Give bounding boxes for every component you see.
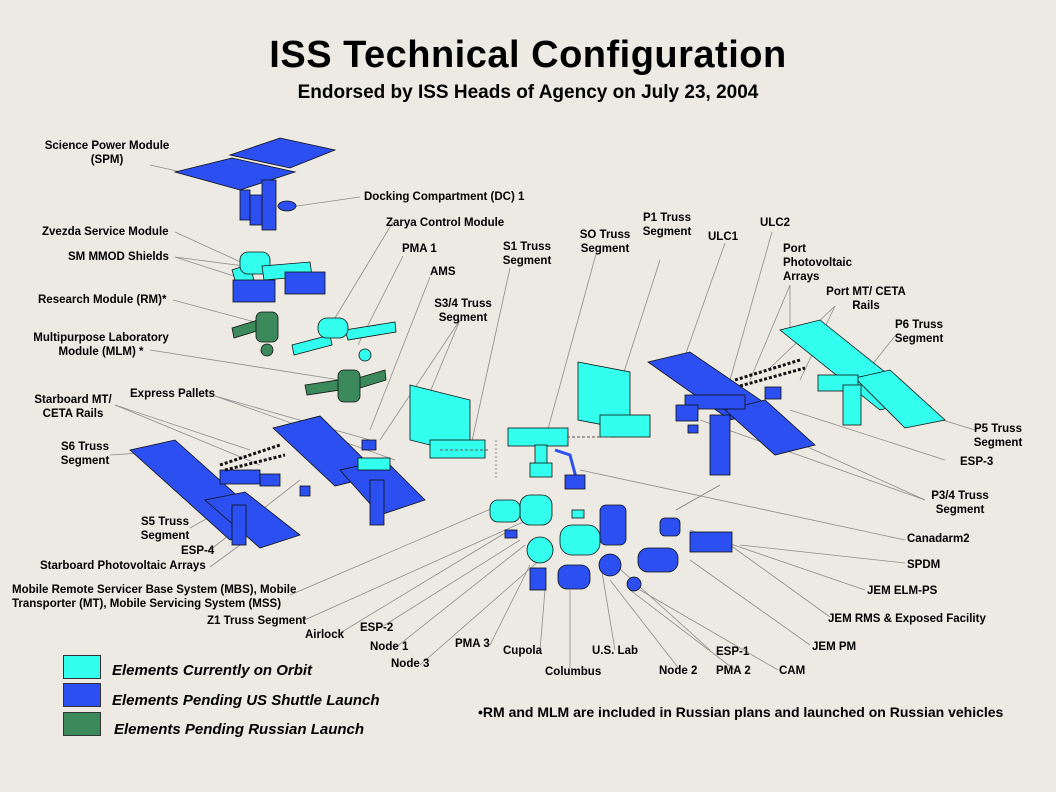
label-esp3: ESP-3 [960,456,994,468]
label-node1: Node 1 [370,641,409,653]
label-ams: AMS [430,266,456,278]
label-port-pv-line2: Photovoltaic [783,257,853,269]
label-ulc1: ULC1 [708,231,739,243]
label-mbs: Mobile Remote Servicer Base System (MBS)… [12,583,296,611]
label-so-line2: Segment [580,243,630,255]
label-node2: Node 2 [659,665,698,677]
label-mlm-line1: Multipurpose Laboratory [33,332,169,344]
label-zarya: Zarya Control Module [386,217,505,229]
label-port-pv-line1: Port [783,243,806,255]
label-jem-elm: JEM ELM-PS [867,585,938,597]
label-canadarm2: Canadarm2 [907,533,970,545]
legend-label-on-orbit: Elements Currently on Orbit [112,662,313,679]
label-sm-mmod: SM MMOD Shields [68,251,169,263]
label-us-lab: U.S. Lab [592,645,639,657]
legend-swatch-on-orbit [63,655,101,679]
page-title: ISS Technical Configuration [269,34,787,76]
label-dc1: Docking Compartment (DC) 1 [364,191,525,203]
label-mbs-line1: Mobile Remote Servicer Base System (MBS)… [12,584,297,596]
spm-module [173,137,337,231]
label-esp4: ESP-4 [181,545,215,557]
label-s6-line2: Segment [60,455,110,467]
label-spa: Starboard Photovoltaic Arrays [40,560,206,572]
page-subtitle: Endorsed by ISS Heads of Agency on July … [297,82,759,103]
label-node3: Node 3 [391,658,430,670]
label-s34-line1: S3/4 Truss [434,298,492,310]
label-s34-line2: Segment [438,312,488,324]
label-airlock: Airlock [305,629,344,641]
russian-modules [231,311,387,403]
truss-port [647,319,946,476]
label-rm: Research Module (RM)* [38,294,167,306]
legend-swatch-pending-us [63,683,101,707]
label-starboard-mt-line1: Starboard MT/ [34,394,112,406]
label-esp2: ESP-2 [360,622,394,634]
footnote: •RM and MLM are included in Russian plan… [478,704,1004,720]
label-port-mt: Port MT/ CETA Rails [818,285,914,313]
label-pma3: PMA 3 [455,638,490,650]
label-p6-line1: P6 Truss [895,319,943,331]
legend-swatch-pending-russian [63,712,101,736]
label-starboard-mt: Starboard MT/CETA Rails [28,393,118,421]
label-s5-line1: S5 Truss [141,516,189,528]
label-esp1: ESP-1 [716,646,750,658]
label-port-mt-line2: Rails [852,300,880,312]
label-so-line1: SO Truss [579,229,631,241]
label-z1: Z1 Truss Segment [207,615,307,627]
label-p1-line2: Segment [642,226,692,238]
label-s1-line2: Segment [502,255,552,267]
label-spm-line1: Science Power Module [44,140,170,152]
label-columbus: Columbus [545,666,602,678]
truss-center [409,361,651,490]
label-express: Express Pallets [130,388,216,400]
label-s5-line2: Segment [140,530,190,542]
label-port-mt-line1: Port MT/ CETA [826,286,906,298]
label-zvezda: Zvezda Service Module [42,226,169,238]
label-jem-rms: JEM RMS & Exposed Facility [828,613,986,625]
label-spm: Science Power Module (SPM) [42,139,172,167]
legend-label-pending-us: Elements Pending US Shuttle Launch [112,692,380,709]
label-p34-line2: Segment [935,504,985,516]
label-spdm: SPDM [907,559,941,571]
label-ulc2: ULC2 [760,217,791,229]
label-mlm-line2: Module (MLM) * [58,346,144,358]
label-mbs-line2: Transporter (MT), Mobile Servicing Syste… [12,598,282,610]
truss-starboard [129,415,426,549]
legend-label-pending-russian: Elements Pending Russian Launch [114,721,365,738]
label-s1-line1: S1 Truss [503,241,551,253]
label-cam: CAM [779,665,806,677]
label-s6-line1: S6 Truss [61,441,109,453]
pressurized-modules [489,494,733,592]
label-pma1: PMA 1 [402,243,437,255]
label-cupola: Cupola [503,645,542,657]
label-starboard-mt-line2: CETA Rails [42,408,104,420]
label-port-pv-line3: Arrays [783,271,820,283]
zarya-module [291,317,397,362]
label-p5-line2: Segment [973,437,1023,449]
label-jem-pm: JEM PM [812,641,857,653]
label-p5-line1: P5 Truss [974,423,1022,435]
label-pma2: PMA 2 [716,665,751,677]
label-p6-line2: Segment [894,333,944,345]
label-spm-line2: (SPM) [90,154,124,166]
label-p1-line1: P1 Truss [643,212,691,224]
zvezda-module [231,251,326,303]
label-p34-line1: P3/4 Truss [931,490,989,502]
